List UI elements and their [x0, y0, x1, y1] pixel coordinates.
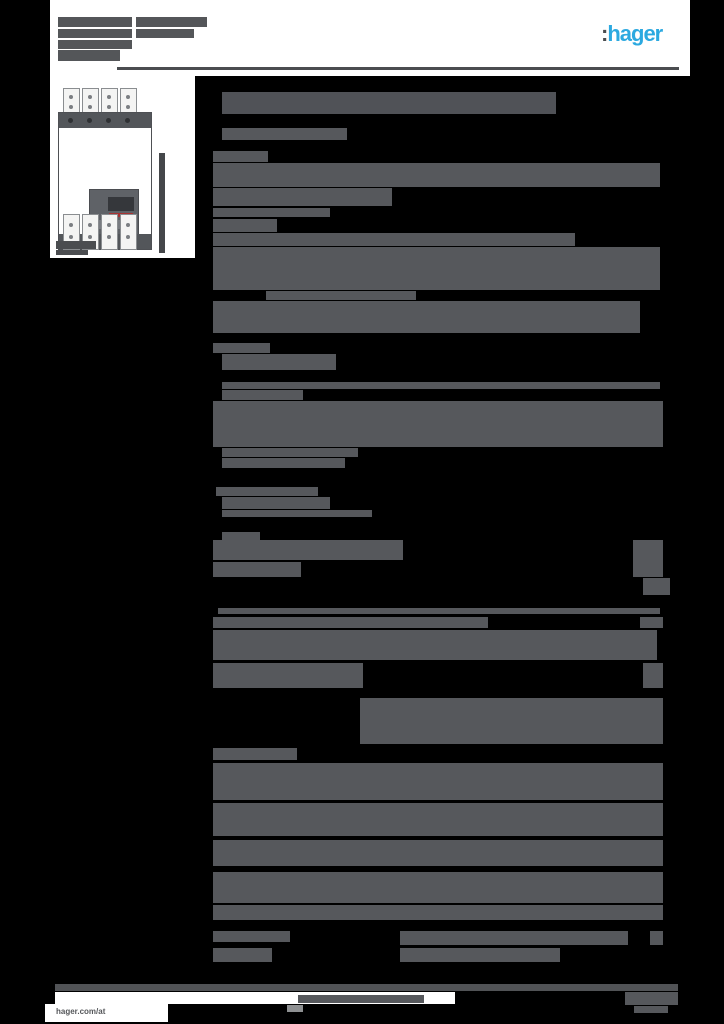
redacted-text-row [222, 92, 556, 114]
redacted-text-row [213, 931, 290, 942]
redacted-text-row [58, 40, 132, 49]
redacted-text-row [136, 29, 194, 38]
header-background [50, 0, 690, 76]
redacted-text-row [213, 151, 268, 162]
redacted-text-row [213, 188, 392, 206]
redacted-text-row [213, 163, 660, 187]
redacted-text-row [640, 617, 663, 628]
hager-logo: :hager [601, 21, 663, 46]
redacted-text-row [213, 562, 301, 577]
redacted-text-row [213, 301, 640, 333]
redacted-text-row [222, 382, 660, 389]
redacted-text-row [216, 487, 318, 496]
redacted-text-row [213, 948, 272, 962]
redacted-text-row [222, 354, 336, 370]
redacted-text-row [213, 208, 330, 217]
redacted-text-row [643, 663, 663, 688]
redacted-text-row [643, 578, 670, 595]
redacted-text-row [56, 241, 96, 249]
redacted-text-row [213, 401, 663, 447]
redacted-text-row [633, 540, 663, 577]
logo-text: hager [607, 21, 663, 46]
redacted-text-row [58, 29, 132, 38]
redacted-text-row [298, 995, 424, 1003]
redacted-text-row [136, 17, 207, 27]
product-photo [50, 76, 195, 258]
redacted-text-row [117, 67, 679, 70]
footer-url-link[interactable]: hager.com/at [56, 1007, 106, 1016]
redacted-text-row [213, 617, 488, 628]
redacted-text-row [213, 343, 270, 353]
redacted-text-row [222, 532, 260, 540]
redacted-text-row [213, 803, 663, 836]
breaker-button [112, 220, 124, 229]
redacted-text-row [222, 128, 347, 140]
redacted-text-row [222, 497, 330, 509]
redacted-text-row [287, 1005, 303, 1012]
breaker-top-terminal [63, 88, 80, 117]
redacted-text-row [360, 698, 663, 744]
redacted-text-row [213, 219, 277, 232]
redacted-text-row [55, 984, 678, 991]
logo-mark: : [601, 21, 608, 46]
redacted-text-row [400, 948, 560, 962]
breaker-display [108, 197, 134, 211]
redacted-text-row [213, 763, 663, 800]
redacted-text-row [266, 291, 416, 300]
redacted-text-row [400, 931, 628, 945]
redacted-text-row [222, 458, 345, 468]
redacted-text-row [213, 247, 660, 290]
redacted-text-row [218, 608, 660, 614]
redacted-text-row [222, 448, 358, 457]
redacted-text-row [634, 1006, 668, 1013]
redacted-text-row [56, 250, 88, 255]
redacted-text-row [58, 50, 120, 61]
redacted-text-row [222, 510, 372, 517]
redacted-text-row [213, 905, 663, 920]
breaker-screw-strip [59, 113, 151, 128]
redacted-text-row [213, 663, 363, 688]
redacted-text-row [213, 540, 403, 560]
redacted-text-row [222, 390, 303, 400]
redacted-text-row [650, 931, 663, 945]
redacted-text-row [213, 630, 657, 660]
redacted-text-row [58, 17, 132, 27]
breaker-side-accessory [159, 153, 165, 253]
redacted-text-row [213, 233, 575, 246]
redacted-text-row [213, 872, 663, 903]
footer-url-box [45, 1004, 168, 1022]
redacted-text-row [213, 748, 297, 760]
breaker-bottom-terminal [101, 214, 118, 250]
redacted-text-row [213, 840, 663, 866]
redacted-text-row [625, 992, 678, 1005]
breaker-bottom-terminal [120, 214, 137, 250]
